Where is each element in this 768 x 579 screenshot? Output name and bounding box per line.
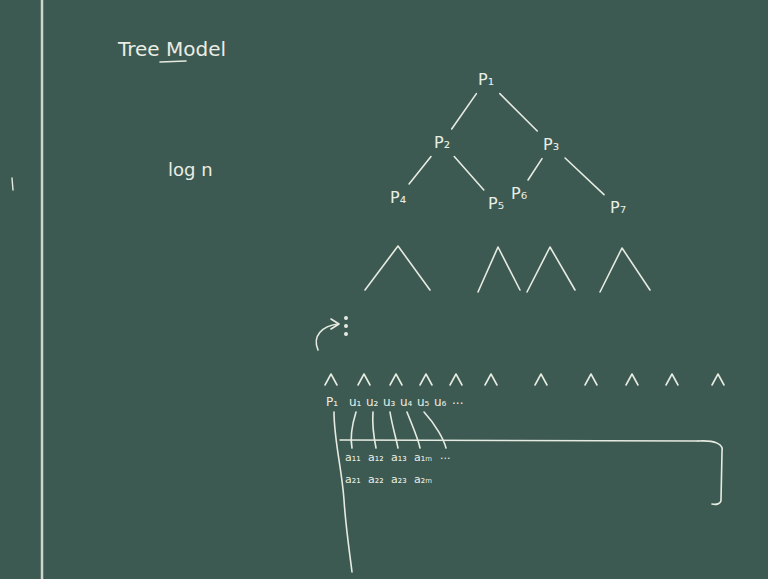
tree-branch xyxy=(452,94,477,129)
processor-node: P₆ xyxy=(508,183,530,205)
cell-label: ... xyxy=(452,394,463,407)
cell-label: a₂₁ xyxy=(345,474,361,486)
depth-note: log n xyxy=(168,160,213,180)
cell-label: P₁ xyxy=(326,396,338,409)
cell-label: a₁₁ xyxy=(345,452,361,464)
tree-branch xyxy=(454,157,484,190)
cell-label: a₂₂ xyxy=(368,474,384,486)
cell-label: u₄ xyxy=(400,396,412,409)
cell-label: a₁ₘ xyxy=(414,452,432,464)
processor-node: P₃ xyxy=(540,134,562,156)
cell-label: u₃ xyxy=(383,396,395,409)
tree-branch xyxy=(528,159,542,180)
cell-label: u₁ xyxy=(349,396,361,409)
processor-label: P₁ xyxy=(478,71,494,89)
processor-label: P₂ xyxy=(434,134,450,152)
cell-label: u₅ xyxy=(417,396,429,409)
processor-node: P₅ xyxy=(485,193,507,215)
cell-label: a₂ₘ xyxy=(414,474,432,486)
processor-node: P₇ xyxy=(607,197,629,219)
cell-label: u₂ xyxy=(366,396,378,409)
processor-node: P₄ xyxy=(387,187,409,209)
processor-label: P₅ xyxy=(488,195,504,213)
cell-label: u₆ xyxy=(434,396,446,409)
processor-node: P₁ xyxy=(475,69,497,91)
tree-branch xyxy=(409,157,431,184)
tree-branch xyxy=(565,158,604,195)
cell-label: a₂₃ xyxy=(391,474,407,486)
tree-branch xyxy=(500,94,537,131)
processor-label: P₃ xyxy=(543,136,559,154)
cell-label: a₁₃ xyxy=(391,452,407,464)
cell-label: ... xyxy=(440,450,451,462)
processor-label: P₄ xyxy=(390,189,406,207)
processor-label: P₇ xyxy=(610,199,626,217)
board-title: Tree Model xyxy=(118,38,226,60)
processor-label: P₆ xyxy=(511,185,527,203)
cell-label: a₁₂ xyxy=(368,452,384,464)
processor-node: P₂ xyxy=(431,132,453,154)
